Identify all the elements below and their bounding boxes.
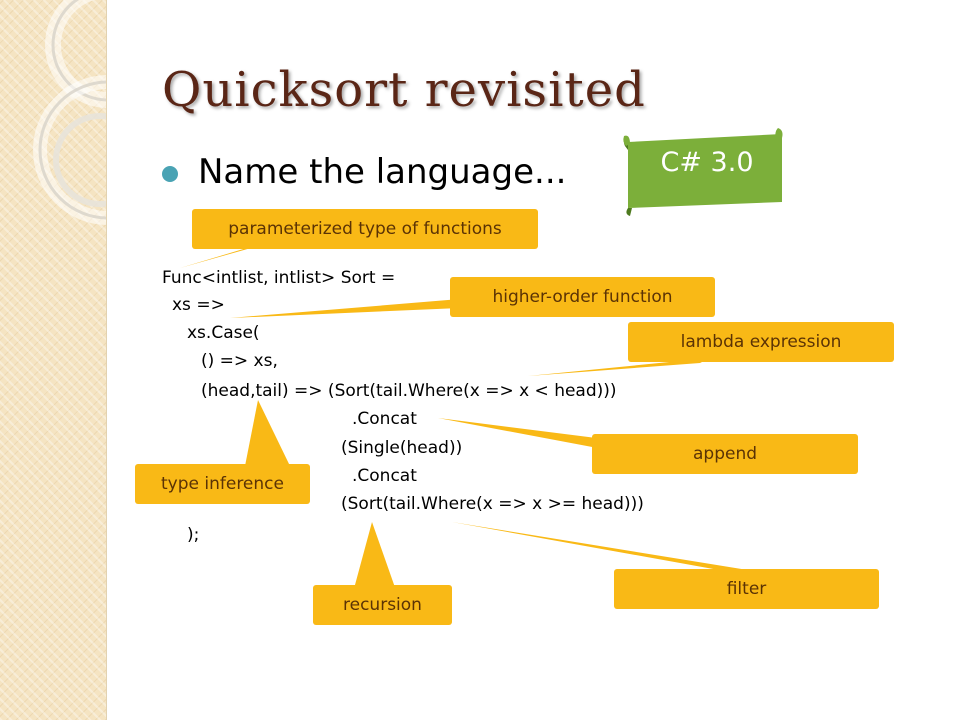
pointer-type-inference [245, 400, 290, 466]
code-line-2: xs => [172, 295, 225, 315]
callout-recursion: recursion [313, 585, 452, 625]
decorative-sidebar [0, 0, 107, 720]
callout-type-inference: type inference [135, 464, 310, 504]
callout-lambda-expression: lambda expression [628, 322, 894, 362]
code-line-6: .Concat [352, 409, 417, 429]
bullet-dot-icon [162, 166, 178, 182]
circle-ornament-icon [33, 0, 106, 225]
code-line-9: (Sort(tail.Where(x => x >= head))) [341, 494, 644, 514]
callout-filter: filter [614, 569, 879, 609]
code-line-10: ); [187, 525, 200, 545]
pointer-lambda [528, 358, 710, 376]
callout-higher-order-function: higher-order function [450, 277, 715, 317]
callout-parameterized-type: parameterized type of functions [192, 209, 538, 249]
code-line-4: () => xs, [201, 351, 278, 371]
pointer-filter [452, 522, 760, 572]
code-line-5: (head,tail) => (Sort(tail.Where(x => x <… [201, 381, 617, 401]
answer-banner [623, 128, 783, 216]
pointer-recursion [352, 522, 398, 596]
answer-banner-label: C# 3.0 [660, 147, 754, 178]
slide-title: Quicksort revisited [162, 62, 646, 118]
bullet-item: Name the language... [162, 152, 566, 192]
code-line-7: (Single(head)) [341, 438, 463, 458]
code-line-1: Func<intlist, intlist> Sort = [162, 268, 396, 288]
code-line-8: .Concat [352, 466, 417, 486]
pointer-higher-order [230, 299, 460, 318]
bullet-text: Name the language... [198, 152, 567, 192]
code-line-3: xs.Case( [187, 323, 260, 343]
callout-append: append [592, 434, 858, 474]
